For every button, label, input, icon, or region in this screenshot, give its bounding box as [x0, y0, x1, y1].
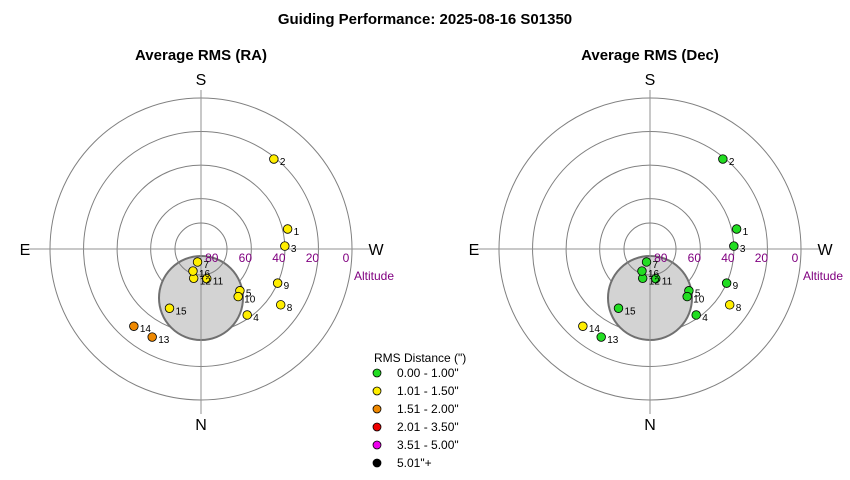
legend-swatch-1 [372, 386, 382, 396]
data-point-label-2: 2 [729, 157, 735, 168]
altitude-tick-40: 40 [721, 251, 735, 265]
legend-title: RMS Distance (") [374, 351, 466, 365]
data-point-label-15: 15 [175, 306, 187, 317]
data-point-2 [269, 154, 279, 164]
data-point-label-9: 9 [733, 281, 739, 292]
legend-label-1: 1.01 - 1.50" [397, 384, 459, 398]
data-point-9 [272, 278, 283, 288]
data-point-16 [188, 266, 198, 276]
compass-south-label: S [645, 72, 656, 89]
data-point-16 [637, 266, 647, 276]
data-point-14 [578, 321, 588, 331]
compass-east-label: E [469, 242, 480, 259]
legend-label-5: 5.01"+ [397, 456, 432, 470]
altitude-tick-40: 40 [272, 251, 286, 265]
data-point-15 [164, 303, 175, 313]
data-point-10 [233, 291, 243, 302]
data-point-7 [192, 257, 203, 267]
plot-title-ra: Average RMS (RA) [135, 47, 267, 64]
plot-title-dec: Average RMS (Dec) [581, 47, 719, 64]
data-point-label-13: 13 [607, 335, 619, 346]
data-point-label-7: 7 [204, 260, 210, 271]
compass-east-label: E [20, 242, 31, 259]
data-point-11 [202, 273, 212, 284]
data-point-label-11: 11 [213, 277, 224, 288]
legend-swatch-5 [372, 458, 382, 468]
compass-west-label: W [817, 242, 833, 259]
data-point-label-3: 3 [740, 244, 746, 255]
altitude-ring-80 [174, 222, 228, 276]
data-point-1 [731, 224, 742, 234]
altitude-tick-20: 20 [306, 251, 320, 265]
data-point-label-16: 16 [199, 269, 211, 280]
data-point-label-4: 4 [253, 313, 259, 324]
data-point-label-8: 8 [287, 303, 293, 314]
data-point-label-16: 16 [648, 269, 660, 280]
data-point-8 [276, 300, 286, 310]
data-point-label-8: 8 [736, 303, 742, 314]
data-point-3 [280, 241, 290, 251]
data-point-1 [282, 224, 293, 234]
altitude-tick-20: 20 [755, 251, 769, 265]
compass-west-label: W [368, 242, 384, 259]
data-point-label-12: 12 [200, 276, 212, 287]
data-point-9 [721, 278, 732, 288]
data-point-4 [691, 310, 701, 320]
legend: RMS Distance (") 0.00 - 1.00" 1.01 - 1.50… [372, 351, 466, 470]
altitude-tick-60: 60 [688, 251, 702, 265]
legend-swatch-0 [372, 368, 382, 378]
data-point-label-11: 11 [662, 277, 673, 288]
altitude-tick-0: 0 [792, 251, 799, 265]
altitude-tick-80: 80 [654, 251, 668, 265]
data-point-label-14: 14 [140, 324, 152, 335]
data-point-label-4: 4 [702, 313, 708, 324]
data-point-label-10: 10 [693, 295, 705, 306]
legend-label-0: 0.00 - 1.00" [397, 366, 459, 380]
altitude-tick-80: 80 [205, 251, 219, 265]
altitude-tick-0: 0 [343, 251, 350, 265]
data-point-label-2: 2 [280, 157, 286, 168]
data-point-label-7: 7 [653, 260, 659, 271]
data-point-label-1: 1 [743, 227, 749, 238]
data-point-4 [242, 310, 252, 320]
compass-south-label: S [196, 72, 207, 89]
data-point-label-3: 3 [291, 244, 297, 255]
data-point-label-14: 14 [589, 324, 601, 335]
data-point-label-13: 13 [158, 335, 170, 346]
legend-label-3: 2.01 - 3.50" [397, 420, 459, 434]
data-point-10 [682, 291, 692, 302]
data-point-label-10: 10 [244, 295, 256, 306]
data-point-15 [613, 303, 624, 313]
data-point-label-1: 1 [294, 227, 300, 238]
data-point-label-9: 9 [284, 281, 290, 292]
compass-north-label: N [195, 417, 207, 434]
legend-label-2: 1.51 - 2.00" [397, 402, 459, 416]
data-point-11 [651, 273, 661, 284]
data-point-label-5: 5 [695, 289, 701, 300]
data-point-2 [718, 154, 728, 164]
data-point-13 [596, 332, 606, 342]
altitude-tick-60: 60 [239, 251, 253, 265]
data-point-label-15: 15 [624, 306, 636, 317]
data-point-label-12: 12 [649, 276, 661, 287]
legend-swatch-4 [372, 440, 382, 450]
altitude-ring-80 [623, 222, 677, 276]
legend-swatch-2 [372, 404, 382, 414]
compass-north-label: N [644, 417, 656, 434]
legend-label-4: 3.51 - 5.00" [397, 438, 459, 452]
data-point-3 [729, 241, 739, 251]
data-point-label-5: 5 [246, 289, 252, 300]
data-point-7 [641, 257, 652, 267]
data-point-13 [147, 332, 157, 342]
altitude-axis-label: Altitude [354, 269, 394, 283]
altitude-axis-label: Altitude [803, 269, 843, 283]
legend-swatch-3 [372, 422, 382, 432]
data-point-14 [129, 321, 139, 331]
figure-title: Guiding Performance: 2025-08-16 S01350 [278, 11, 572, 28]
data-point-8 [725, 300, 735, 310]
